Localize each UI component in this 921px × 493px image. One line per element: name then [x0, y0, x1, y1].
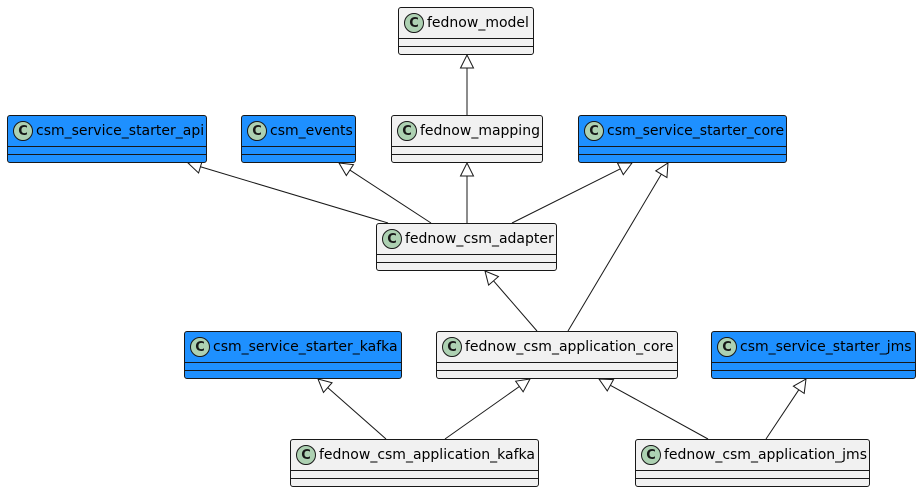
class-name: fednow_csm_application_kafka	[319, 447, 535, 463]
class-name: csm_service_starter_api	[36, 123, 205, 139]
class-attributes-compartment	[579, 147, 786, 155]
class-icon: C	[397, 121, 417, 141]
class-name: fednow_csm_application_jms	[664, 447, 867, 463]
class-attributes-compartment	[8, 147, 206, 155]
class-icon: C	[584, 121, 604, 141]
class-icon: C	[190, 337, 210, 357]
edge-line	[444, 386, 520, 440]
inheritance-fednow-csm-application-kafka-to-fednow-csm-application-core	[444, 378, 531, 440]
inheritance-arrowhead	[317, 378, 333, 394]
class-icon: C	[13, 121, 33, 141]
inheritance-fednow-mapping-to-fednow-model	[459, 53, 475, 115]
class-icon: C	[404, 13, 424, 33]
edge-line	[511, 168, 621, 224]
class-name: csm_events	[270, 123, 353, 139]
class-attributes-compartment	[185, 363, 401, 371]
inheritance-fednow-csm-adapter-to-fednow-mapping	[459, 161, 475, 223]
class-name: csm_service_starter_kafka	[213, 339, 398, 355]
edge-line	[567, 173, 662, 332]
edge-line	[493, 280, 538, 332]
class-attributes-compartment	[399, 39, 533, 47]
class-name: fednow_model	[427, 15, 529, 31]
inheritance-fednow-csm-application-jms-to-fednow-csm-application-core	[598, 378, 709, 440]
edge-line	[200, 166, 389, 224]
class-attributes-compartment	[242, 147, 355, 155]
inheritance-arrowhead	[459, 53, 475, 69]
class-name: fednow_csm_adapter	[405, 231, 554, 247]
class-icon: C	[641, 445, 661, 465]
class-icon: C	[296, 445, 316, 465]
class-name: fednow_csm_application_core	[465, 339, 674, 355]
inheritance-fednow-csm-application-core-to-csm-service-starter-core	[567, 162, 669, 332]
inheritance-fednow-csm-adapter-to-csm-events	[338, 162, 432, 224]
inheritance-arrowhead	[654, 162, 669, 179]
inheritance-arrowhead	[338, 162, 355, 177]
inheritance-arrowhead	[792, 378, 807, 395]
class-icon: C	[442, 337, 462, 357]
class-attributes-compartment	[392, 147, 542, 155]
inheritance-fednow-csm-adapter-to-csm-service-starter-api	[186, 159, 389, 224]
class-name: fednow_mapping	[420, 123, 540, 139]
class-attributes-compartment	[291, 471, 538, 479]
edge-line	[765, 389, 800, 440]
class-attributes-compartment	[437, 363, 677, 371]
class-icon: C	[382, 229, 402, 249]
class-attributes-compartment	[712, 363, 915, 371]
inheritance-arrowhead	[484, 270, 500, 286]
edge-line	[327, 387, 387, 440]
class-attributes-compartment	[377, 255, 556, 263]
edge-line	[349, 169, 432, 224]
inheritance-arrowhead	[598, 378, 615, 392]
inheritance-arrowhead	[616, 162, 633, 176]
inheritance-fednow-csm-adapter-to-csm-service-starter-core	[511, 162, 633, 224]
inheritance-arrowhead	[514, 378, 531, 393]
inheritance-fednow-csm-application-kafka-to-csm-service-starter-kafka	[317, 378, 387, 440]
inheritance-fednow-csm-application-jms-to-csm-service-starter-jms	[765, 378, 807, 440]
class-name: csm_service_starter_jms	[740, 339, 912, 355]
inheritance-fednow-csm-application-core-to-fednow-csm-adapter	[484, 270, 538, 332]
class-attributes-compartment	[636, 471, 869, 479]
edge-line	[610, 384, 709, 440]
class-icon: C	[717, 337, 737, 357]
class-icon: C	[247, 121, 267, 141]
class-name: csm_service_starter_core	[607, 123, 785, 139]
inheritance-arrowhead	[459, 161, 475, 177]
